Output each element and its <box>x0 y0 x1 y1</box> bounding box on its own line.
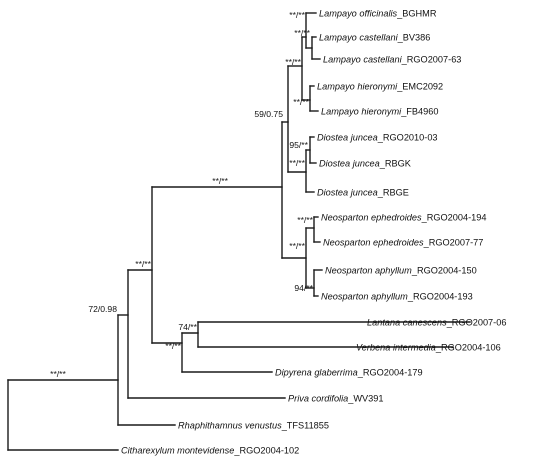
taxon-label: Neosparton aphyllum_RGO2004-193 <box>321 292 473 302</box>
taxon-label: Neosparton aphyllum_RGO2004-150 <box>325 266 477 276</box>
taxon-label: Rhaphithamnus venustus_TFS11855 <box>178 421 329 431</box>
taxon-label: Diostea juncea_RBGK <box>319 159 412 169</box>
taxon-label: Neosparton ephedroides_RGO2004-194 <box>321 213 487 223</box>
support-lampayo-officinalis-castellani: **/** <box>289 10 305 20</box>
support-lampayo-diostea: 59/0.75 <box>254 109 283 119</box>
support-diostea: **/** <box>289 158 305 168</box>
support-lantana-verbena: 74/** <box>178 322 197 332</box>
taxon-labels: Lampayo officinalis_BGHMR Lampayo castel… <box>121 9 506 456</box>
support-neosparton-ephedroides: **/** <box>297 215 313 225</box>
support-root: **/** <box>50 369 66 379</box>
taxon-label: Diostea juncea_RGO2010-03 <box>317 133 438 143</box>
taxon-label: Lampayo officinalis_BGHMR <box>319 9 437 19</box>
support-lantana-verbena-dipyrena: **/** <box>165 341 181 351</box>
taxon-label: Lampayo castellani_BV386 <box>319 33 430 43</box>
support-lampayo-hieronymi: **/** <box>293 97 309 107</box>
support-priva-rhaphithamnus: 72/0.98 <box>88 304 117 314</box>
taxon-label: Priva cordifolia_WV391 <box>288 394 384 404</box>
support-lampayo: **/** <box>285 57 301 67</box>
taxon-label: Neosparton ephedroides_RGO2007-77 <box>323 238 483 248</box>
support-diostea-pair: 95/** <box>289 140 308 150</box>
taxon-label: Lantana canescens_RGO2007-06 <box>367 318 506 328</box>
taxon-label: Verbena intermedia_RGO2004-106 <box>356 343 501 353</box>
support-neosparton: **/** <box>289 241 305 251</box>
support-neosparton-aphyllum: 94/** <box>294 283 313 293</box>
support-crown: **/** <box>135 259 151 269</box>
support-core-clade: **/** <box>212 176 228 186</box>
taxon-label: Diostea juncea_RBGE <box>317 188 409 198</box>
tree-branches <box>7 12 471 451</box>
taxon-label: Citharexylum montevidense_RGO2004-102 <box>121 446 299 456</box>
support-values: **/** **/** **/** **/** 59/0.75 95/** **… <box>50 10 314 379</box>
taxon-label: Lampayo hieronymi_FB4960 <box>321 107 438 117</box>
taxon-label: Lampayo hieronymi_EMC2092 <box>317 82 443 92</box>
taxon-label: Dipyrena glaberrima_RGO2004-179 <box>275 368 423 378</box>
taxon-label: Lampayo castellani_RGO2007-63 <box>323 55 461 65</box>
support-lampayo-castellani: **/** <box>294 28 310 38</box>
